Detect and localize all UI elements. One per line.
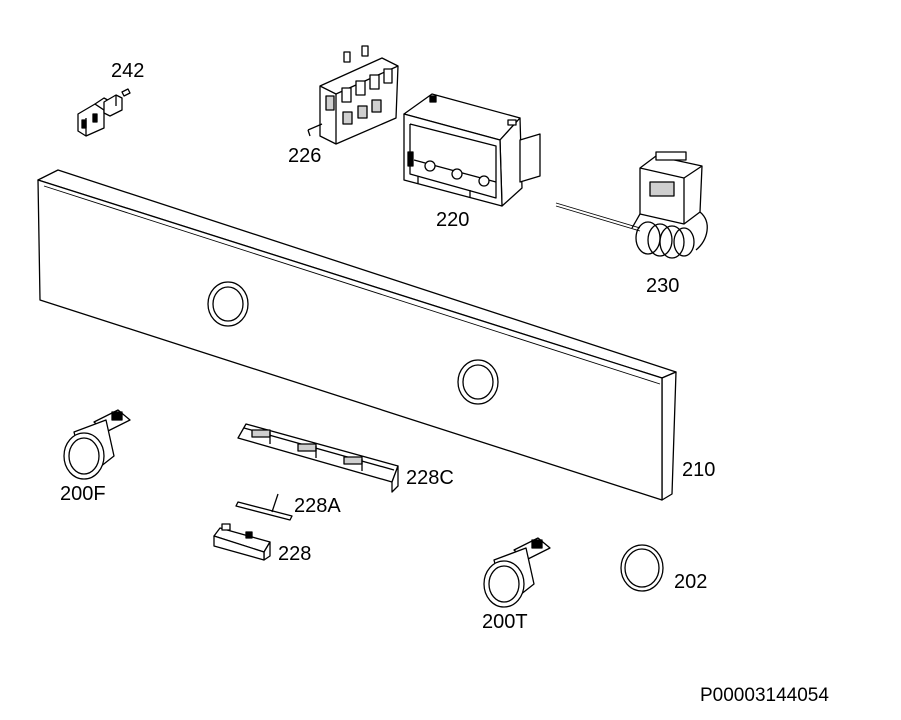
label-210: 210: [682, 459, 715, 481]
part-200F-knob: [63, 409, 131, 480]
label-228C: 228C: [406, 467, 454, 489]
part-210-control-panel: [37, 169, 677, 501]
label-200T: 200T: [482, 611, 528, 633]
label-226: 226: [288, 145, 321, 167]
part-202-ring: [620, 544, 664, 592]
label-220: 220: [436, 209, 469, 231]
label-228A: 228A: [294, 495, 341, 517]
part-228A-rod: [235, 493, 293, 521]
label-230: 230: [646, 275, 679, 297]
label-228: 228: [278, 543, 311, 565]
part-200T-knob: [483, 537, 551, 608]
part-228C-light-strip: [237, 423, 399, 493]
label-242: 242: [111, 60, 144, 82]
label-202: 202: [674, 571, 707, 593]
part-226-switch-frame: [307, 45, 399, 145]
part-220-switch-box: [403, 93, 541, 207]
part-230-thermostat: [555, 151, 708, 259]
part-242-lamp-holder: [77, 88, 131, 137]
reference-code: P00003144054: [700, 685, 829, 706]
part-228-bracket: [213, 523, 271, 561]
label-200F: 200F: [60, 483, 106, 505]
